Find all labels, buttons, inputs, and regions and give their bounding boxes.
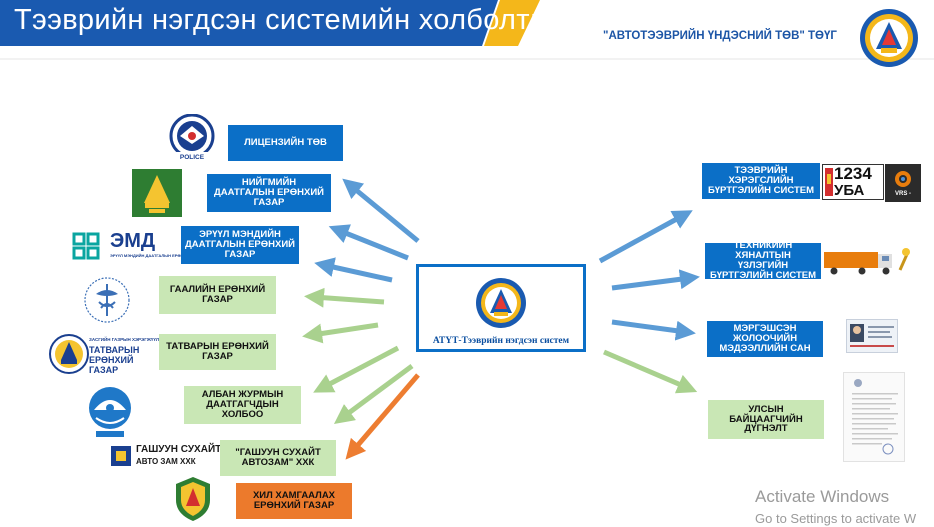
arrow-to-insurers xyxy=(313,345,400,393)
emd-logo: ЭМД ЭРҮҮЛ МЭНДИЙН ДААТГАЛЫН ЕРӨНХИЙ ГАЗА… xyxy=(68,226,206,270)
health-insurance-label: ЭРҮҮЛ МЭНДИЙН ДААТГАЛЫН ЕРӨНХИЙ ГАЗАР xyxy=(185,229,295,260)
vehicle-registry-label: ТЭЭВРИЙН ХЭРЭГСЛИЙН БҮРТГЭЛИЙН СИСТЕМ xyxy=(707,165,815,196)
social-insurance-box: НИЙГМИЙН ДААТГАЛЫН ЕРӨНХИЙ ГАЗАР xyxy=(207,174,331,212)
gashuun-logo-line1: ГАШУУН СУХАЙТ xyxy=(136,444,222,455)
tax-logo-pretext: ЗАСГИЙН ГАЗРЫН ХЭРЭГЖҮҮЛЭГЧ АГЕНТЛАГ xyxy=(89,337,193,342)
vrs-logo-text: VRS - xyxy=(895,191,912,197)
arrow-to-vehicle-registry xyxy=(598,210,693,264)
driver-database-box: МЭРГЭШСЭН ЖОЛООЧИЙН МЭДЭЭЛЛИЙН САН xyxy=(707,321,823,357)
arrow-to-tech-inspection xyxy=(611,269,700,291)
police-logo-text: POLICE xyxy=(180,154,205,161)
driver-license-card-icon xyxy=(850,324,894,347)
gashuun-square-icon xyxy=(111,446,131,466)
social-insurance-logo-icon xyxy=(132,169,182,217)
plate-flag-icon xyxy=(825,168,833,196)
plate-number: 1234 xyxy=(834,164,872,183)
gashuun-sukhait-label: "ГАШУУН СУХАЙТ АВТОЗАМ" ХХК xyxy=(235,447,321,468)
document-page-icon xyxy=(852,379,898,455)
arrow-to-gashuun xyxy=(333,363,414,424)
border-guard-logo-icon xyxy=(176,477,210,521)
insurers-association-box: АЛБАН ЖУРМЫН ДААТГАГЧДЫН ХОЛБОО xyxy=(184,386,301,424)
customs-label: ГААЛИЙН ЕРӨНХИЙ ГАЗАР xyxy=(169,284,266,305)
tech-inspection-box: ТЕХНИКИЙН ХЯНАЛТЫН ҮЗЛЭГИЙН БҮРТГЭЛИЙН С… xyxy=(705,240,821,281)
license-center-label: ЛИЦЕНЗИЙН ТӨВ xyxy=(244,137,327,149)
brand-name: "АВТОТЭЭВРИЙН ҮНДЭСНИЙ ТӨВ" ТӨҮГ xyxy=(603,30,837,42)
driver-license-card-image xyxy=(846,319,898,353)
gashuun-logo-line2: АВТО ЗАМ ХХК xyxy=(136,457,196,466)
arrow-to-border xyxy=(345,373,420,460)
border-protection-label: ХИЛ ХАМГААЛАХ ЕРӨНХИЙ ГАЗАР xyxy=(252,490,336,511)
social-insurance-label: НИЙГМИЙН ДААТГАЛЫН ЕРӨНХИЙ ГАЗАР xyxy=(214,177,324,208)
arrow-to-health-insurance xyxy=(314,257,393,283)
arrow-to-social-insurance xyxy=(328,224,409,261)
tax-emblem-icon xyxy=(49,334,89,374)
gashuun-sukhait-box: "ГАШУУН СУХАЙТ АВТОЗАМ" ХХК xyxy=(220,440,336,476)
arrow-to-tax xyxy=(302,322,379,344)
vrs-logo: VRS - xyxy=(885,164,921,202)
tech-inspection-label: ТЕХНИКИЙН ХЯНАЛТЫН ҮЗЛЭГИЙН БҮРТГЭЛИЙН С… xyxy=(709,240,817,281)
emd-knot-icon xyxy=(72,232,100,260)
driver-database-label: МЭРГЭШСЭН ЖОЛООЧИЙН МЭДЭЭЛЛИЙН САН xyxy=(719,323,811,354)
plate-letters: УБА xyxy=(834,182,865,199)
truck-image xyxy=(824,248,910,275)
vehicle-registry-box: ТЭЭВРИЙН ХЭРЭГСЛИЙН БҮРТГЭЛИЙН СИСТЕМ xyxy=(702,163,820,199)
central-system-box: АТҮТ-Тээврийн нэгдсэн систем xyxy=(416,264,586,352)
tax-label: ТАТВАРЫН ЕРӨНХИЙ ГАЗАР xyxy=(166,341,269,362)
health-insurance-box: ЭРҮҮЛ МЭНДИЙН ДААТГАЛЫН ЕРӨНХИЙ ГАЗАР xyxy=(181,226,299,264)
central-system-logo-icon xyxy=(476,278,526,328)
arrow-to-inspector xyxy=(603,349,698,394)
tax-logo: ЗАСГИЙН ГАЗРЫН ХЭРЭГЖҮҮЛЭГЧ АГЕНТЛАГ ТАТ… xyxy=(49,334,193,376)
arrow-to-customs xyxy=(304,287,385,308)
page-title: Тээврийн нэгдсэн системийн холболт: xyxy=(14,4,539,36)
customs-box: ГААЛИЙН ЕРӨНХИЙ ГАЗАР xyxy=(159,276,276,314)
tax-logo-text: ТАТВАРЫН ЕРӨНХИЙ ГАЗАР xyxy=(89,345,140,375)
activate-windows-title: Activate Windows xyxy=(755,487,890,506)
inspector-conclusion-box: УЛСЫН БАЙЦААГЧИЙН ДҮГНЭЛТ xyxy=(708,400,824,439)
police-logo-icon: POLICE xyxy=(169,114,215,161)
arrow-to-license xyxy=(342,178,420,243)
inspection-document-image xyxy=(843,372,905,462)
emd-logo-subtext: ЭРҮҮЛ МЭНДИЙН ДААТГАЛЫН ЕРӨНХИЙ ГАЗАР xyxy=(110,253,206,258)
insurers-logo-icon xyxy=(89,387,131,437)
tax-box: ТАТВАРЫН ЕРӨНХИЙ ГАЗАР xyxy=(159,334,276,370)
customs-logo-icon xyxy=(84,277,130,323)
arrow-to-driver-db xyxy=(611,319,696,341)
vrs-blender-icon xyxy=(895,171,911,187)
emd-logo-text: ЭМД xyxy=(110,230,156,252)
insurers-association-label: АЛБАН ЖУРМЫН ДААТГАГЧДЫН ХОЛБОО xyxy=(201,389,284,420)
inspector-conclusion-label: УЛСЫН БАЙЦААГЧИЙН ДҮГНЭЛТ xyxy=(729,403,803,435)
central-system-label: АТҮТ-Тээврийн нэгдсэн систем xyxy=(432,336,570,346)
activate-windows-subtitle: Go to Settings to activate W xyxy=(755,511,917,526)
border-protection-box: ХИЛ ХАМГААЛАХ ЕРӨНХИЙ ГАЗАР xyxy=(236,483,352,519)
license-plate-image: 1234 УБА xyxy=(822,164,884,200)
brand-logo-icon xyxy=(860,9,918,67)
gashuun-logo: ГАШУУН СУХАЙТ АВТО ЗАМ ХХК xyxy=(110,444,222,470)
license-center-box: ЛИЦЕНЗИЙН ТӨВ xyxy=(228,125,343,161)
